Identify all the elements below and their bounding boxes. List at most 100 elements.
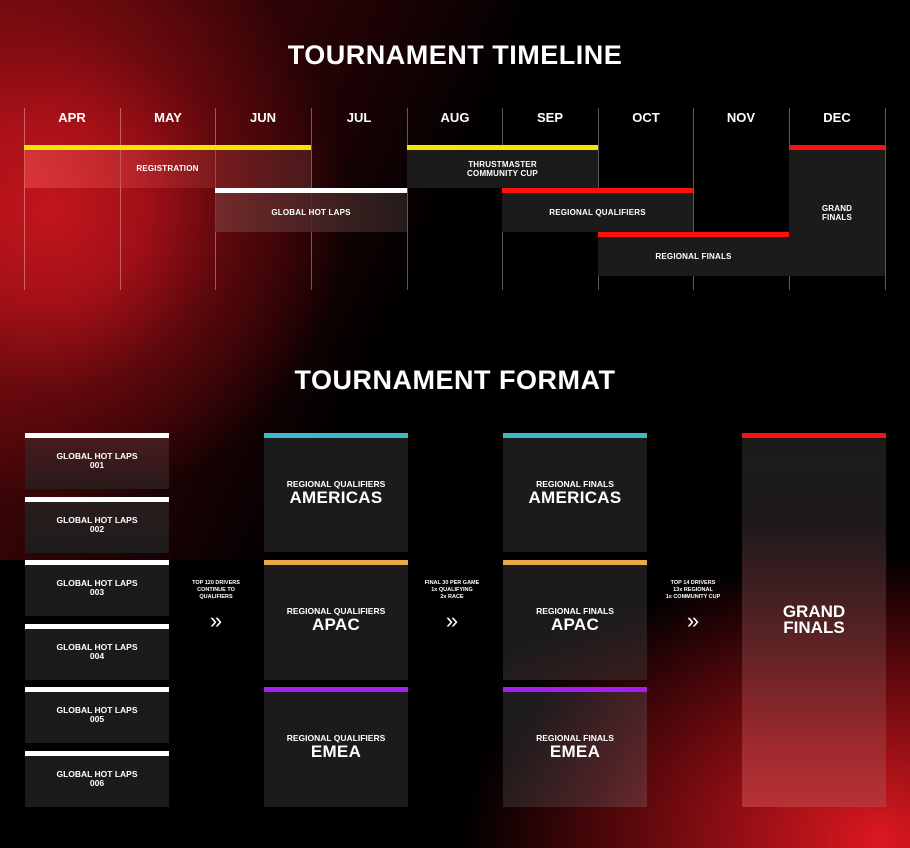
format-title: TOURNAMENT FORMAT — [294, 365, 616, 395]
event-thrustmaster-community-cup: THRUSTMASTER COMMUNITY CUP — [407, 145, 598, 188]
card-title-line1: GRAND — [782, 602, 846, 621]
card-region: AMERICAS — [289, 487, 383, 507]
hot-laps-card-005: GLOBAL HOT LAPS 005 — [25, 687, 169, 743]
card-stage: REGIONAL FINALS — [536, 478, 614, 489]
card-stage: REGIONAL QUALIFIERS — [286, 606, 386, 616]
event-color-bar — [502, 188, 693, 193]
card-stage: REGIONAL QUALIFIERS — [286, 478, 386, 489]
card-color-bar — [742, 433, 886, 438]
hot-laps-card-004: GLOBAL HOT LAPS 004 — [25, 624, 169, 680]
event-color-bar — [24, 145, 311, 150]
hot-laps-card-001: GLOBAL HOT LAPS 001 — [25, 433, 169, 489]
event-label: THRUSTMASTER COMMUNITY CUP — [467, 159, 538, 178]
card-color-bar — [264, 560, 408, 565]
qualifiers-americas-card: REGIONAL QUALIFIERS AMERICAS — [264, 433, 408, 552]
double-chevron-right-icon: » — [686, 608, 700, 633]
month-apr: APR — [58, 110, 86, 125]
finals-americas-card: REGIONAL FINALS AMERICAS — [503, 433, 647, 552]
month-jun: JUN — [249, 110, 276, 125]
card-stage: REGIONAL FINALS — [536, 606, 614, 616]
card-title: GLOBAL HOT LAPS — [56, 769, 138, 779]
card-color-bar — [264, 433, 408, 438]
event-color-bar — [407, 145, 598, 150]
grid-line — [407, 108, 408, 290]
card-color-bar — [503, 433, 647, 438]
event-label: REGIONAL QUALIFIERS — [549, 207, 646, 217]
card-number: 001 — [89, 460, 105, 470]
step3-note: TOP 14 DRIVERS 13x REGIONAL 1x COMMUNITY… — [648, 580, 738, 601]
month-oct: OCT — [632, 110, 660, 125]
note-line: 1x QUALIFYING — [431, 587, 473, 593]
card-color-bar — [264, 687, 408, 692]
card-region: EMEA — [310, 742, 362, 761]
card-region: EMEA — [549, 742, 601, 761]
card-region: APAC — [311, 615, 361, 634]
event-global-hot-laps: GLOBAL HOT LAPS — [215, 188, 407, 232]
note-line: QUALIFIERS — [199, 594, 233, 600]
event-registration: REGISTRATION — [24, 145, 311, 188]
card-title: GLOBAL HOT LAPS — [56, 705, 138, 715]
grid-line — [24, 108, 25, 290]
card-stage: REGIONAL FINALS — [536, 733, 614, 743]
note-line: 1x COMMUNITY CUP — [665, 594, 721, 600]
month-jul: JUL — [346, 110, 372, 125]
card-color-bar — [25, 560, 169, 565]
card-region: APAC — [550, 615, 600, 634]
month-aug: AUG — [440, 110, 470, 125]
grid-line — [885, 108, 886, 290]
card-number: 004 — [89, 651, 105, 661]
event-color-bar — [789, 145, 885, 150]
card-stage: REGIONAL QUALIFIERS — [286, 733, 386, 743]
double-chevron-right-icon: » — [445, 608, 459, 633]
timeline-title: TOURNAMENT TIMELINE — [287, 40, 623, 70]
note-line: CONTINUE TO — [197, 587, 235, 593]
event-grand-finals: GRAND FINALS — [789, 145, 885, 276]
step2-note: FINAL 30 PER GAME 1x QUALIFYING 2x RACE — [407, 580, 497, 601]
finals-apac-card: REGIONAL FINALS APAC — [503, 560, 647, 680]
grid-line — [120, 108, 121, 290]
month-nov: NOV — [726, 110, 756, 125]
finals-emea-card: REGIONAL FINALS EMEA — [503, 687, 647, 807]
qualifiers-apac-card: REGIONAL QUALIFIERS APAC — [264, 560, 408, 680]
event-regional-finals: REGIONAL FINALS — [598, 232, 789, 276]
event-label: GRAND FINALS — [821, 203, 853, 222]
grid-line — [693, 108, 694, 290]
event-regional-qualifiers: REGIONAL QUALIFIERS — [502, 188, 693, 232]
card-number: 005 — [89, 714, 105, 724]
card-color-bar — [503, 687, 647, 692]
note-line: TOP 14 DRIVERS — [670, 580, 716, 586]
card-title: GLOBAL HOT LAPS — [56, 578, 138, 588]
step1-note: TOP 120 DRIVERS CONTINUE TO QUALIFIERS — [171, 580, 261, 601]
event-label: REGIONAL FINALS — [655, 251, 732, 261]
note-line: 13x REGIONAL — [673, 587, 713, 593]
note-line: FINAL 30 PER GAME — [424, 580, 480, 586]
card-title: GLOBAL HOT LAPS — [56, 642, 138, 652]
card-title-line2: FINALS — [783, 618, 845, 637]
event-color-bar — [215, 188, 407, 193]
card-color-bar — [25, 687, 169, 692]
event-label: GLOBAL HOT LAPS — [271, 207, 351, 217]
card-color-bar — [25, 751, 169, 756]
qualifiers-emea-card: REGIONAL QUALIFIERS EMEA — [264, 687, 408, 807]
card-title: GLOBAL HOT LAPS — [56, 515, 138, 525]
hot-laps-card-002: GLOBAL HOT LAPS 002 — [25, 497, 169, 553]
grand-finals-card: GRAND FINALS — [742, 433, 886, 807]
card-color-bar — [25, 433, 169, 438]
note-line: 2x RACE — [440, 594, 464, 600]
month-dec: DEC — [823, 110, 851, 125]
month-may: MAY — [154, 110, 182, 125]
hot-laps-card-003: GLOBAL HOT LAPS 003 — [25, 560, 169, 616]
card-number: 003 — [89, 587, 105, 597]
card-color-bar — [25, 497, 169, 502]
event-color-bar — [598, 232, 789, 237]
hot-laps-card-006: GLOBAL HOT LAPS 006 — [25, 751, 169, 807]
month-sep: SEP — [536, 110, 563, 125]
timeline-grid: APR MAY JUN JUL AUG SEP OCT NOV DEC REGI… — [24, 108, 886, 290]
note-line: TOP 120 DRIVERS — [192, 580, 240, 586]
card-number: 006 — [89, 778, 105, 788]
card-color-bar — [25, 624, 169, 629]
card-title: GLOBAL HOT LAPS — [56, 451, 138, 461]
event-label: REGISTRATION — [136, 164, 199, 173]
card-region: AMERICAS — [528, 487, 622, 507]
card-color-bar — [503, 560, 647, 565]
